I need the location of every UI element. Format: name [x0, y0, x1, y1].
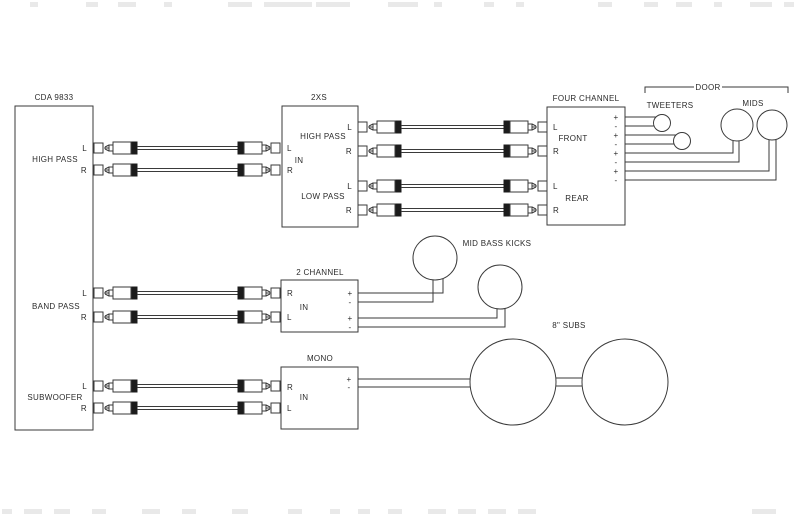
rca-cable-xover-hp-right	[357, 144, 548, 158]
terminal-minus-label: -	[349, 323, 352, 332]
four-channel-speaker-wires	[625, 116, 777, 181]
tweeters-label: TWEETERS	[647, 101, 694, 110]
channel-label: R	[287, 289, 293, 298]
channel-label: R	[346, 206, 352, 215]
terminal-plus-label: +	[348, 314, 353, 323]
mono-in-label: IN	[300, 393, 309, 402]
door-bracket	[644, 86, 789, 93]
terminal-minus-label: -	[348, 383, 351, 392]
head-unit: CDA 9833 HIGH PASS BAND PASS SUBWOOFER L…	[14, 93, 94, 431]
bottom-edge-artifacts	[2, 509, 776, 514]
channel-label: R	[287, 383, 293, 392]
mono-amp-box	[280, 366, 359, 430]
crossover-in-label: IN	[295, 156, 304, 165]
channel-label: L	[82, 382, 87, 391]
channel-label: L	[82, 289, 87, 298]
channel-label: R	[287, 166, 293, 175]
subwoofer-speaker	[581, 338, 669, 426]
channel-label: L	[553, 182, 558, 191]
terminal-plus-label: +	[348, 289, 353, 298]
front-label: FRONT	[558, 134, 587, 143]
channel-label: L	[287, 404, 292, 413]
terminal-plus-label: +	[614, 167, 619, 176]
subwoofer-speaker	[469, 338, 557, 426]
crossover-box	[281, 105, 359, 228]
door-label: DOOR	[695, 83, 720, 92]
channel-label: R	[81, 166, 87, 175]
channel-label: L	[287, 313, 292, 322]
channel-label: R	[553, 206, 559, 215]
two-channel-title: 2 CHANNEL	[296, 268, 344, 277]
terminal-plus-label: +	[347, 375, 352, 384]
head-unit-bandpass-label: BAND PASS	[32, 302, 80, 311]
subs-label: 8" SUBS	[552, 321, 585, 330]
tweeter-speaker	[673, 132, 691, 150]
rca-cable-highpass-left	[93, 141, 281, 155]
rear-label: REAR	[565, 194, 588, 203]
head-unit-box	[14, 105, 94, 431]
crossover-title: 2XS	[311, 93, 327, 102]
crossover-lowpass-label: LOW PASS	[301, 192, 345, 201]
four-channel-title: FOUR CHANNEL	[553, 94, 620, 103]
head-unit-highpass-label: HIGH PASS	[32, 155, 78, 164]
mid-bass-speaker	[477, 264, 523, 310]
channel-label: R	[553, 147, 559, 156]
subs-group: 8" SUBS	[358, 321, 669, 426]
channel-label: L	[287, 144, 292, 153]
mids-label: MIDS	[742, 99, 763, 108]
mono-title: MONO	[307, 354, 333, 363]
two-channel-amp-box	[280, 279, 359, 333]
rca-cable-subwoofer-left	[93, 379, 281, 393]
two-channel-amp: 2 CHANNEL IN R L + - + -	[280, 268, 359, 333]
rca-cable-highpass-right	[93, 163, 281, 177]
head-unit-title: CDA 9833	[35, 93, 74, 102]
mid-bass-kicks-label: MID BASS KICKS	[463, 239, 532, 248]
terminal-plus-label: +	[614, 131, 619, 140]
channel-label: R	[81, 313, 87, 322]
terminal-minus-label: -	[615, 140, 618, 149]
mid-speaker	[720, 108, 754, 142]
terminal-plus-label: +	[614, 149, 619, 158]
terminal-plus-label: +	[614, 113, 619, 122]
two-channel-in-label: IN	[300, 303, 309, 312]
channel-label: L	[553, 123, 558, 132]
rca-cable-subwoofer-right	[93, 401, 281, 415]
channel-label: R	[81, 404, 87, 413]
channel-label: L	[347, 182, 352, 191]
rca-cable-xover-lp-left	[357, 179, 548, 193]
mid-speaker	[756, 109, 788, 141]
crossover: 2XS HIGH PASS IN LOW PASS L R L R L R	[281, 93, 359, 228]
rca-cable-bandpass-left	[93, 286, 281, 300]
four-channel-amp-box	[546, 106, 626, 226]
mono-amp: MONO IN R L + -	[280, 354, 359, 430]
crossover-highpass-label: HIGH PASS	[300, 132, 346, 141]
rca-cable-bandpass-right	[93, 310, 281, 324]
terminal-minus-label: -	[615, 158, 618, 167]
rca-cable-xover-lp-right	[357, 203, 548, 217]
rca-cable-xover-hp-left	[357, 120, 548, 134]
channel-label: L	[347, 123, 352, 132]
head-unit-subwoofer-label: SUBWOOFER	[27, 393, 82, 402]
top-edge-artifacts	[30, 2, 794, 7]
mid-bass-group: MID BASS KICKS	[358, 235, 532, 328]
mid-bass-speaker	[412, 235, 458, 281]
channel-label: R	[346, 147, 352, 156]
tweeter-speaker	[653, 114, 671, 132]
channel-label: L	[82, 144, 87, 153]
terminal-minus-label: -	[615, 176, 618, 185]
four-channel-amp: FOUR CHANNEL FRONT REAR L R L R + - + - …	[546, 94, 626, 226]
terminal-minus-label: -	[349, 298, 352, 307]
terminal-minus-label: -	[615, 122, 618, 131]
door-speaker-group: DOOR TWEETERS MIDS	[644, 83, 789, 150]
